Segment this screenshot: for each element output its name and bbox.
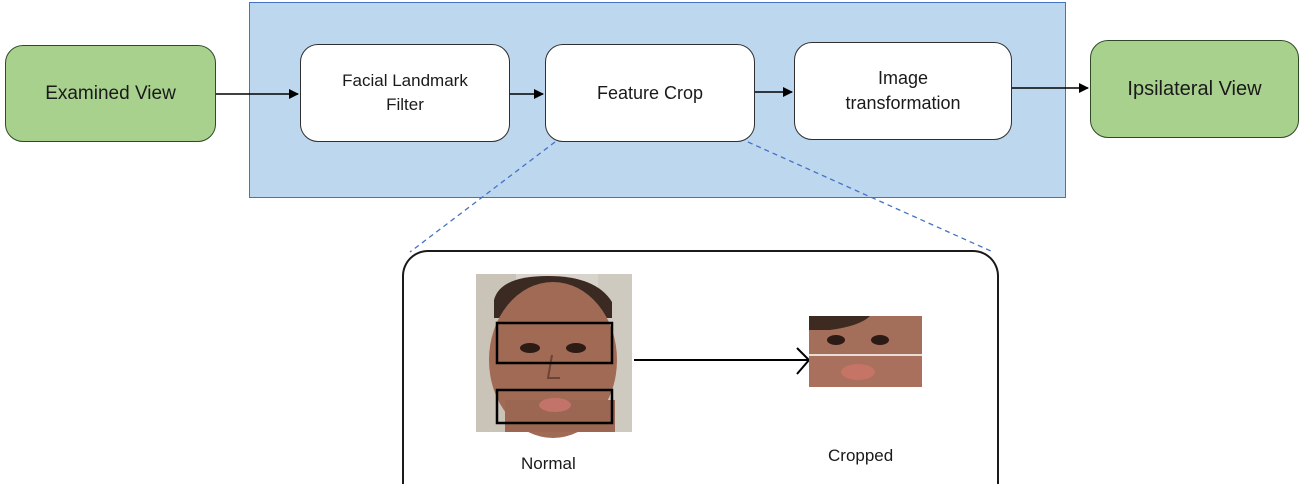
cropped-caption: Cropped <box>828 446 894 465</box>
zoom-line-right <box>747 141 994 253</box>
facial-landmark-filter-node: Facial Landmark Filter <box>300 44 510 142</box>
normal-caption: Normal <box>521 454 576 473</box>
ipsilateral-view-node: Ipsilateral View <box>1090 40 1299 138</box>
face-photo-icon <box>476 274 632 438</box>
zoom-line-left <box>409 141 556 253</box>
cropped-face-strip-icon <box>809 316 922 387</box>
image-transformation-node: Image transformation <box>794 42 1012 140</box>
examined-view-node: Examined View <box>5 45 216 142</box>
feature-crop-node: Feature Crop <box>545 44 755 142</box>
